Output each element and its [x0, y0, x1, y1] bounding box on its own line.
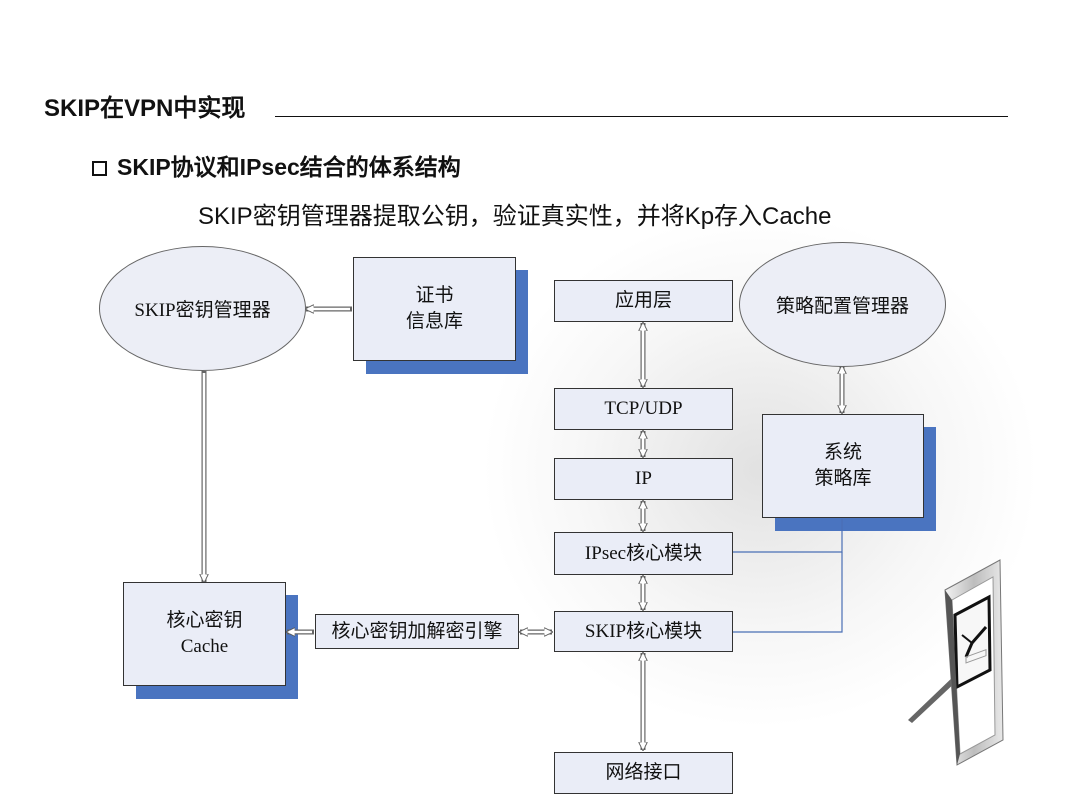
- policy-links: [733, 519, 843, 633]
- link-policydb-ipsec: [733, 519, 843, 553]
- cert-store-node: 证书信息库: [353, 257, 516, 361]
- skip-key-manager-label: SKIP密钥管理器: [134, 300, 271, 321]
- section-heading: SKIP协议和IPsec结合的体系结构: [92, 148, 461, 182]
- ip-node: IP: [554, 458, 733, 500]
- ip-label: IP: [635, 468, 652, 489]
- ipsec-core-node: IPsec核心模块: [554, 532, 733, 575]
- system-policy-db-label-1: 系统: [823, 442, 862, 463]
- diagram-caption: SKIP密钥管理器提取公钥，验证真实性，并将Kp存入Cache: [198, 203, 832, 230]
- page-title: SKIP在VPN中实现: [44, 95, 246, 122]
- tcp-udp-label: TCP/UDP: [604, 398, 683, 419]
- key-cache-node: 核心密钥 Cache: [123, 582, 286, 686]
- skip-key-manager-node: SKIP密钥管理器: [99, 246, 306, 371]
- app-layer-label: 应用层: [614, 290, 672, 311]
- crypto-engine-label: 核心密钥加解密引擎: [331, 620, 503, 642]
- network-interface-label: 网络接口: [605, 762, 682, 783]
- system-policy-db-node: 系统策略库: [762, 414, 924, 518]
- tcp-udp-node: TCP/UDP: [554, 388, 733, 430]
- crypto-engine-node: 核心密钥加解密引擎: [315, 614, 519, 649]
- policy-manager-label: 策略配置管理器: [775, 296, 909, 317]
- skip-core-node: SKIP核心模块: [554, 611, 733, 652]
- app-layer-node: 应用层: [554, 280, 733, 322]
- network-interface-node: 网络接口: [554, 752, 733, 794]
- cert-store-label-2: 信息库: [405, 311, 463, 332]
- system-policy-db-label-2: 策略库: [814, 468, 872, 489]
- cert-store-label-1: 证书: [415, 285, 454, 306]
- square-bullet-icon: [92, 161, 107, 176]
- desk-clock-icon: [908, 559, 1004, 766]
- ipsec-core-label: IPsec核心模块: [584, 542, 703, 564]
- hollow-arrows: [204, 309, 842, 750]
- key-cache-label-2: Cache: [180, 636, 229, 657]
- key-cache-label-1: 核心密钥: [166, 610, 243, 631]
- link-policydb-skip: [733, 552, 843, 633]
- policy-manager-node: 策略配置管理器: [739, 242, 946, 367]
- title-underline: [275, 116, 1008, 117]
- skip-core-label: SKIP核心模块: [584, 620, 703, 642]
- section-heading-text: SKIP协议和IPsec结合的体系结构: [117, 154, 461, 180]
